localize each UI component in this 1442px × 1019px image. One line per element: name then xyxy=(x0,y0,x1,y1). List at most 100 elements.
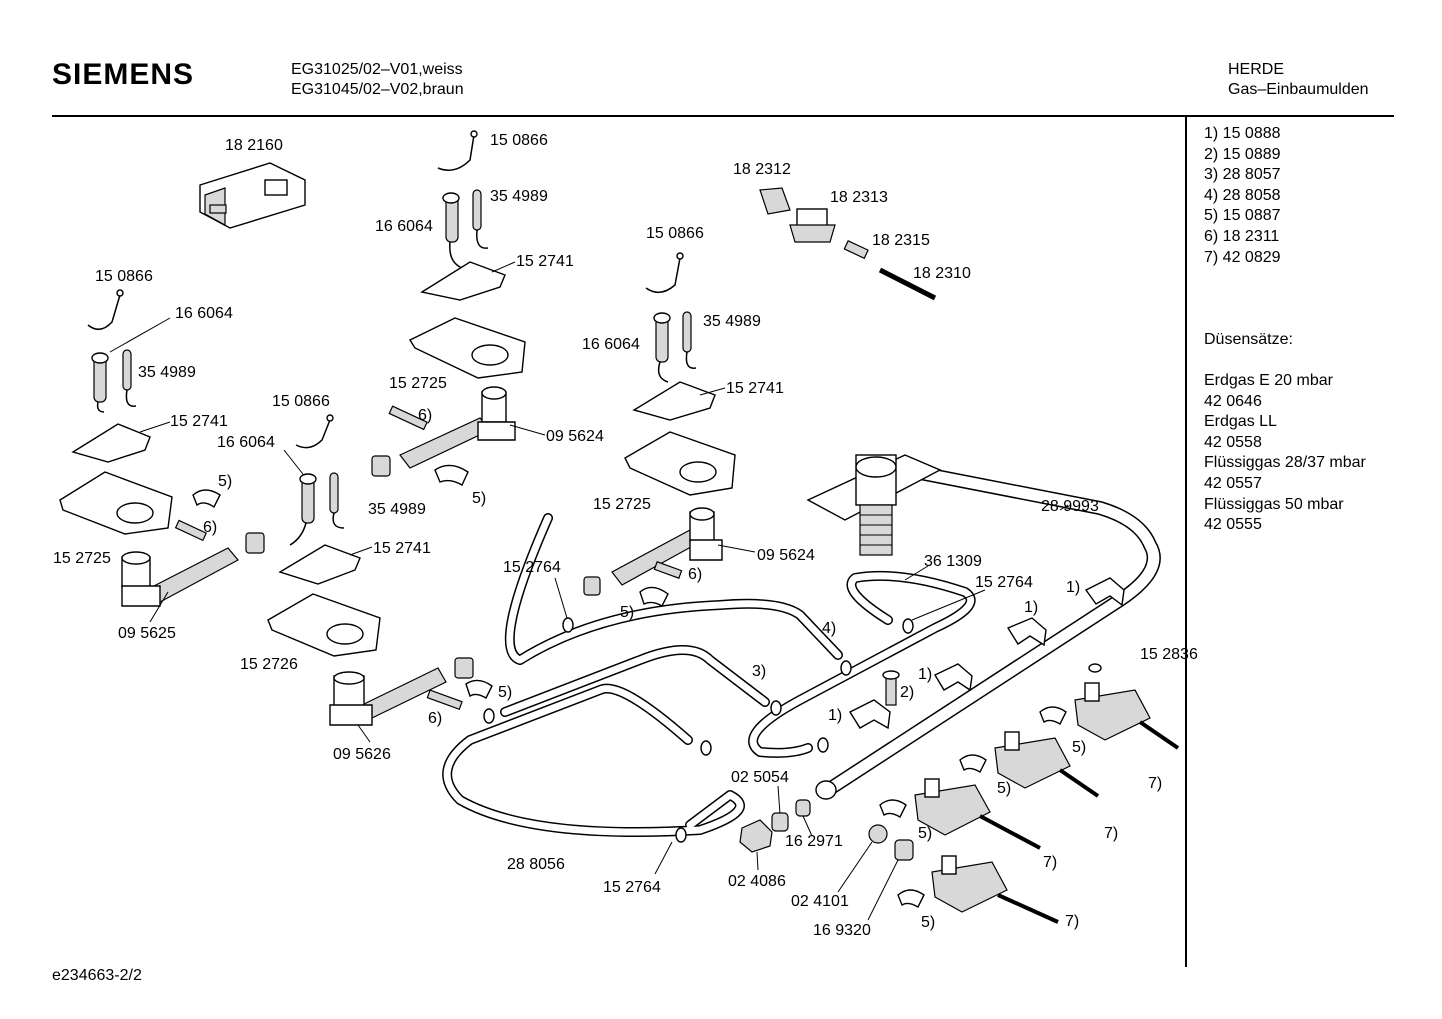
nozzle-line: 42 0555 xyxy=(1204,516,1262,534)
part-label: 6) xyxy=(688,566,702,583)
part-label: 09 5624 xyxy=(757,547,815,564)
part-label: 02 5054 xyxy=(731,769,789,786)
nut-icon xyxy=(739,819,773,853)
part-label: 35 4989 xyxy=(703,313,761,330)
gas-supply-connector xyxy=(806,454,942,556)
legend-item: 1) 15 0888 xyxy=(1204,125,1281,142)
part-label: 18 2315 xyxy=(872,232,930,249)
spring-icon xyxy=(388,405,428,431)
igniter-icon xyxy=(329,472,339,514)
part-label: 18 2312 xyxy=(733,161,791,178)
part-label: 02 4101 xyxy=(791,893,849,910)
brand-logo: SIEMENS xyxy=(52,58,195,91)
o-ring-icon xyxy=(817,737,829,753)
legend-item: 4) 28 8058 xyxy=(1204,186,1281,204)
part-label: 15 2725 xyxy=(593,496,651,513)
part-label: 35 4989 xyxy=(138,364,196,381)
part-label: 18 2310 xyxy=(913,265,971,282)
fitting-icon xyxy=(795,799,811,817)
pipe-3 xyxy=(500,645,770,717)
part-label: 15 2764 xyxy=(603,879,661,896)
electrode-wire-icon xyxy=(295,419,331,449)
control-module-icon xyxy=(199,162,306,229)
o-ring-icon xyxy=(562,617,574,633)
clip-icon xyxy=(879,799,907,818)
part-label: 15 2741 xyxy=(170,413,228,430)
igniter-icon xyxy=(122,349,132,391)
clip-icon xyxy=(959,754,987,773)
part-label: 18 2160 xyxy=(225,137,283,154)
part-label: 5) xyxy=(918,825,932,842)
connector-nut-icon xyxy=(868,824,888,844)
clip-icon xyxy=(434,464,469,486)
part-label: 15 2836 xyxy=(1140,646,1198,663)
category-line-2: Gas–Einbaumulden xyxy=(1228,81,1369,98)
burner-plate-icon xyxy=(267,593,381,657)
pipe-361309 xyxy=(748,570,976,758)
gas-main-pipe xyxy=(815,463,1161,800)
gas-valve-body-icon xyxy=(329,667,447,726)
part-label: 5) xyxy=(997,780,1011,797)
gas-valve-body-icon xyxy=(611,507,723,586)
gas-valve-body-icon xyxy=(121,547,239,607)
sidebar-divider xyxy=(1185,117,1187,967)
part-label: 16 6064 xyxy=(375,218,433,235)
part-label: 09 5624 xyxy=(546,428,604,445)
nozzle-sets-list: Erdgas E 20 mbar 42 0646 Erdgas LL 42 05… xyxy=(1204,371,1366,536)
part-label: 5) xyxy=(498,684,512,701)
burner-bracket-icon xyxy=(420,261,506,301)
part-label: 28 9993 xyxy=(1041,498,1099,515)
fitting-icon xyxy=(771,812,789,832)
nozzle-line: 42 0558 xyxy=(1204,433,1262,451)
clip-icon xyxy=(897,889,925,908)
igniter-icon xyxy=(472,189,482,231)
part-label: 36 1309 xyxy=(924,553,982,570)
part-label: 6) xyxy=(418,407,432,424)
electrode-wire-icon xyxy=(645,257,681,294)
part-label: 28 8056 xyxy=(507,856,565,873)
o-ring-icon xyxy=(840,660,852,676)
burner-plate-icon xyxy=(408,317,526,379)
legend-item: 7) 42 0829 xyxy=(1204,248,1281,266)
part-label: 16 6064 xyxy=(175,305,233,322)
model-line-2: EG31045/02–V02,braun xyxy=(291,81,464,98)
nozzle-line: Erdgas LL xyxy=(1204,413,1277,431)
part-label: 4) xyxy=(822,620,836,637)
o-ring-icon xyxy=(1088,663,1102,673)
part-label: 15 2726 xyxy=(240,656,298,673)
part-label: 7) xyxy=(1104,825,1118,842)
pipe-288056 xyxy=(442,683,745,837)
clip-icon xyxy=(465,679,493,699)
part-label: 15 0866 xyxy=(95,268,153,285)
part-label: 35 4989 xyxy=(368,501,426,518)
part-label: 1) xyxy=(918,666,932,683)
o-ring-icon xyxy=(675,827,687,843)
part-label: 15 2764 xyxy=(975,574,1033,591)
part-label: 15 2725 xyxy=(389,375,447,392)
pipe-clamp-icon xyxy=(1006,617,1047,647)
electrode-wire-icon xyxy=(437,134,475,171)
nozzle-line: Erdgas E 20 mbar xyxy=(1204,372,1333,389)
part-label: 15 0866 xyxy=(646,225,704,242)
pipe-clamp-icon xyxy=(1084,577,1125,607)
spring-icon xyxy=(426,689,463,711)
part-label: 5) xyxy=(1072,739,1086,756)
clip-icon xyxy=(639,586,669,607)
gas-tap-icon xyxy=(931,855,1059,924)
footnote-legend: 1) 15 0888 2) 15 0889 3) 28 8057 4) 28 8… xyxy=(1204,124,1281,268)
electrode-wire-icon xyxy=(87,294,121,331)
part-label: 16 9320 xyxy=(813,922,871,939)
part-label: 09 5626 xyxy=(333,746,391,763)
burner-bracket-icon xyxy=(632,381,716,421)
part-label: 3) xyxy=(752,663,766,680)
burner-plate-icon xyxy=(59,471,173,535)
part-label: 15 2741 xyxy=(516,253,574,270)
category-line-1: HERDE xyxy=(1228,61,1285,78)
part-label: 15 0866 xyxy=(272,393,330,410)
part-label: 5) xyxy=(472,490,486,507)
switch-cover-icon xyxy=(759,187,791,215)
part-label: 15 2741 xyxy=(726,380,784,397)
o-ring-icon xyxy=(700,740,712,756)
nozzle-line: 42 0557 xyxy=(1204,474,1262,492)
part-label: 18 2313 xyxy=(830,189,888,206)
